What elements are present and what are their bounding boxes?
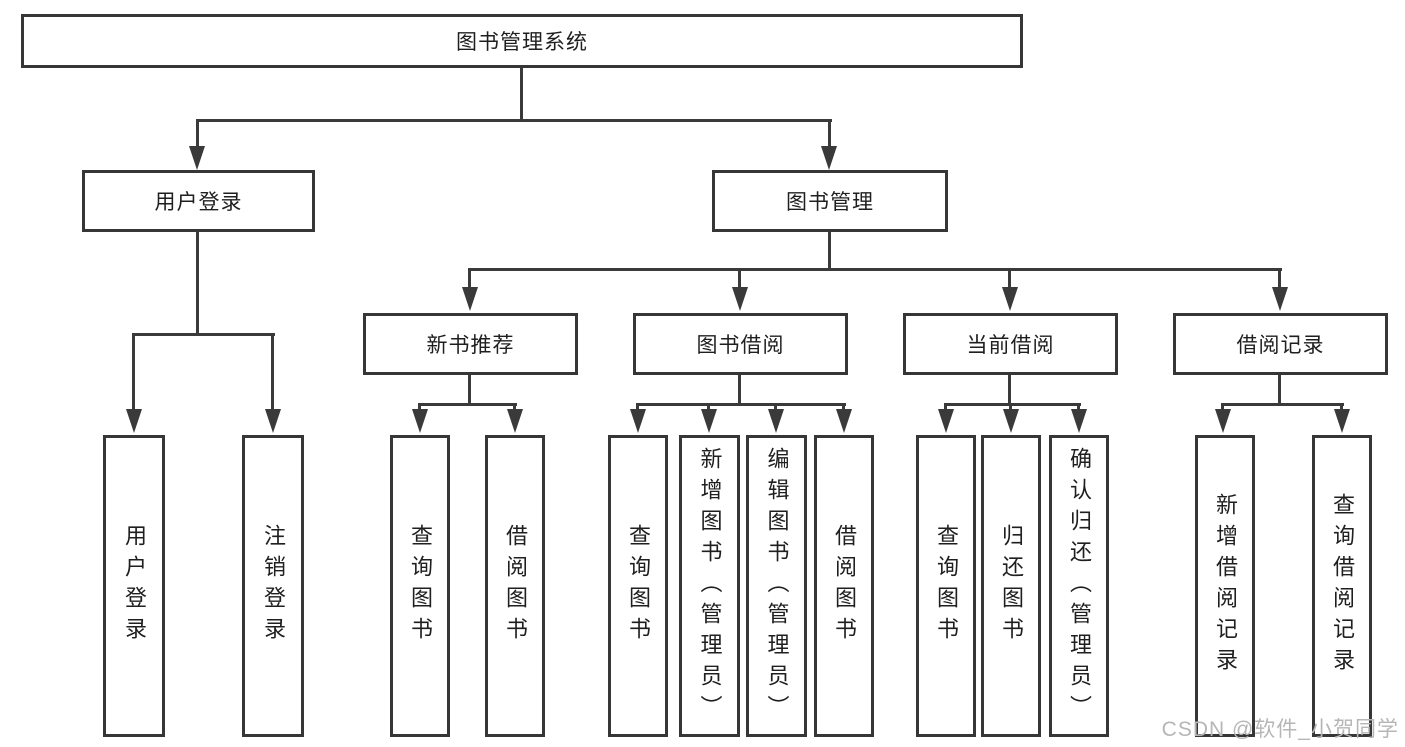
leaf-label: 新增图书（管理员） [697,446,723,726]
node-book-management-label: 图书管理 [786,191,874,214]
connector-hline [944,403,1081,406]
arrowhead-down-icon [412,409,428,433]
connector-stem [468,375,471,405]
leaf-logout-label: 注销登录 [261,524,286,648]
connector-stem [738,375,741,405]
connector-hline [418,403,517,406]
node-new-book-recommend-label: 新书推荐 [426,334,515,357]
leaf-borrow-books-recommend: 借阅图书 [485,435,545,737]
leaf-label: 确认归还（管理员） [1067,446,1092,726]
leaf-add-borrow-record: 新增借阅记录 [1195,435,1255,737]
connector-drop [842,403,845,412]
csdn-watermark: CSDN @软件_小贺同学 [1161,718,1399,741]
node-root-label: 图书管理系统 [456,31,588,54]
connector-hline [636,403,846,406]
arrowhead-down-icon [126,409,142,433]
arrowhead-down-icon [1215,409,1231,433]
connector-books-stem [828,232,831,270]
arrowhead-down-icon [189,146,205,170]
connector-root-hline [196,119,832,122]
connector-drop [1340,403,1343,412]
connector-drop [418,403,421,412]
connector-drop [944,403,947,412]
connector-stem [1278,375,1281,405]
arrowhead-down-icon [630,409,646,433]
node-user-login-label: 用户登录 [154,191,243,214]
leaf-logout: 注销登录 [242,435,304,737]
connector-drop [636,403,639,412]
connector-drop [828,119,831,147]
arrowhead-down-icon [768,409,784,433]
connector-user-stem [196,232,199,336]
node-book-borrow-label: 图书借阅 [696,334,785,357]
node-current-borrow-label: 当前借阅 [966,334,1055,357]
node-new-book-recommend: 新书推荐 [363,313,578,375]
arrowhead-down-icon [507,409,523,433]
leaf-edit-books-admin: 编辑图书（管理员） [746,435,807,737]
arrowhead-down-icon [1334,409,1350,433]
connector-drop [774,403,777,412]
connector-books-hline [468,268,1282,271]
leaf-label: 编辑图书（管理员） [764,446,790,726]
arrowhead-down-icon [836,409,852,433]
arrowhead-down-icon [821,146,837,170]
arrowhead-down-icon [1071,409,1087,433]
leaf-query-books-current: 查询图书 [916,435,976,737]
leaf-label: 归还图书 [999,524,1024,648]
arrowhead-down-icon [462,287,478,311]
connector-drop [271,333,274,411]
connector-drop [1008,268,1011,290]
arrowhead-down-icon [1002,287,1018,311]
leaf-add-books-admin: 新增图书（管理员） [679,435,740,737]
connector-drop [1077,403,1080,412]
connector-hline [1221,403,1344,406]
connector-user-hline [132,333,275,336]
connector-root-stem [520,68,523,120]
connector-drop [707,403,710,412]
leaf-label: 借阅图书 [503,524,528,648]
node-borrow-records: 借阅记录 [1173,313,1388,375]
connector-drop [1278,268,1281,290]
connector-drop [1009,403,1012,412]
arrowhead-down-icon [732,287,748,311]
leaf-query-books-recommend: 查询图书 [390,435,450,737]
leaf-label: 借阅图书 [832,524,857,648]
connector-drop [738,268,741,290]
node-root: 图书管理系统 [21,14,1023,68]
node-current-borrow: 当前借阅 [903,313,1118,375]
connector-drop [468,268,471,290]
connector-drop [132,333,135,411]
leaf-label: 查询借阅记录 [1330,493,1355,679]
leaf-label: 查询图书 [626,524,651,648]
connector-drop [1221,403,1224,412]
leaf-return-books: 归还图书 [981,435,1041,737]
arrowhead-down-icon [265,409,281,433]
arrowhead-down-icon [1272,287,1288,311]
leaf-confirm-return-admin: 确认归还（管理员） [1049,435,1109,737]
arrowhead-down-icon [1003,409,1019,433]
leaf-query-borrow-record: 查询借阅记录 [1312,435,1372,737]
connector-stem [1008,375,1011,405]
leaf-user-login-label: 用户登录 [122,524,147,648]
leaf-label: 新增借阅记录 [1213,493,1238,679]
connector-drop [513,403,516,412]
leaf-label: 查询图书 [408,524,433,648]
node-book-management: 图书管理 [712,170,948,232]
arrowhead-down-icon [701,409,717,433]
arrowhead-down-icon [938,409,954,433]
node-user-login: 用户登录 [82,170,315,232]
leaf-query-books-borrow: 查询图书 [608,435,668,737]
node-book-borrow: 图书借阅 [633,313,848,375]
connector-drop [196,119,199,147]
leaf-label: 查询图书 [934,524,959,648]
leaf-user-login: 用户登录 [103,435,165,737]
leaf-borrow-books: 借阅图书 [814,435,874,737]
node-borrow-records-label: 借阅记录 [1236,334,1325,357]
